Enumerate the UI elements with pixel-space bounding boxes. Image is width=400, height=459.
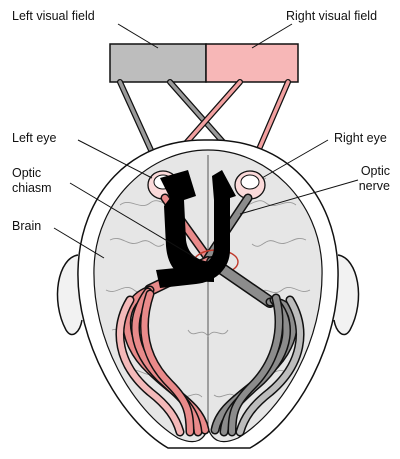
- optic-chiasm-label: Optic chiasm: [12, 166, 52, 196]
- left-eye-label: Left eye: [12, 131, 56, 146]
- right-visual-field-box: [206, 44, 298, 82]
- left-visual-field-label: Left visual field: [12, 9, 95, 24]
- left-visual-field-box: [110, 44, 206, 82]
- optic-nerve-label: Optic nerve: [354, 164, 390, 194]
- optic-nerve-label-line1: Optic: [354, 164, 390, 179]
- brain-label: Brain: [12, 219, 41, 234]
- right-visual-field-label: Right visual field: [286, 9, 377, 24]
- optic-chiasm-label-line1: Optic: [12, 166, 52, 181]
- optic-nerve-label-line2: nerve: [354, 179, 390, 194]
- optic-chiasm-label-line2: chiasm: [12, 181, 52, 196]
- right-eye-label: Right eye: [334, 131, 387, 146]
